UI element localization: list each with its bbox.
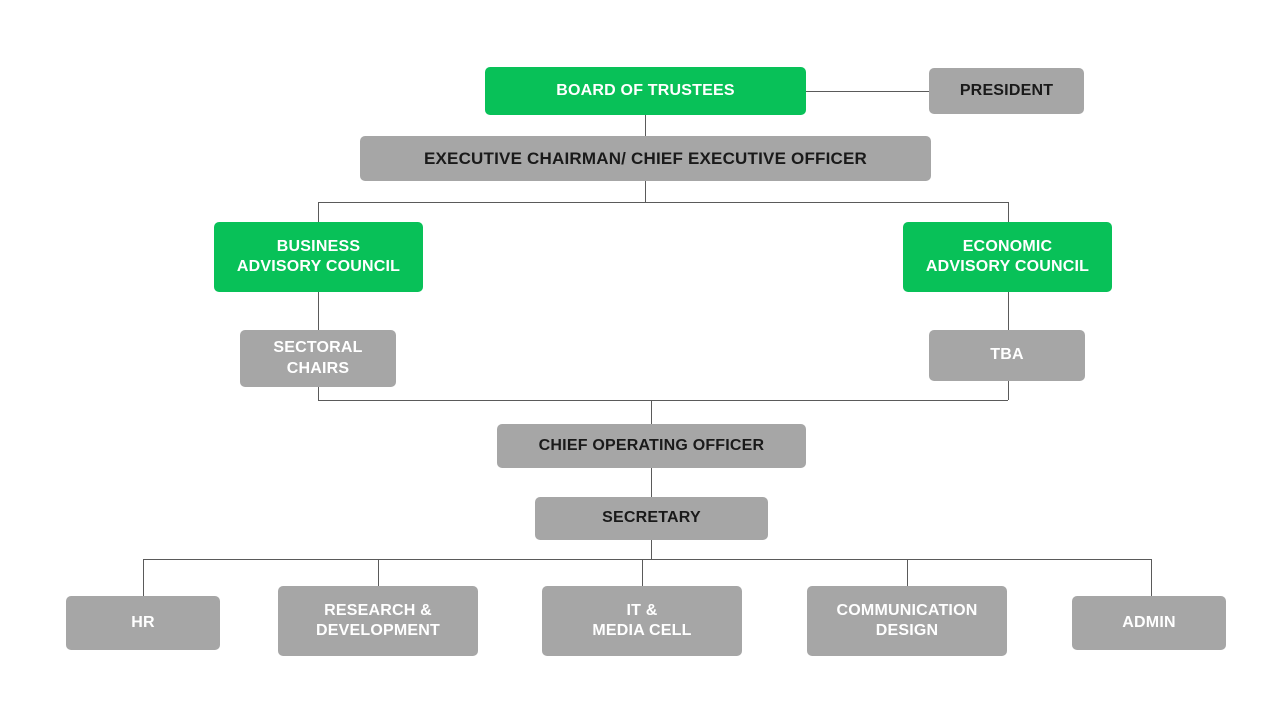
node-tba[interactable]: TBA: [929, 330, 1085, 381]
node-admin-label: ADMIN: [1122, 613, 1176, 631]
node-president-label: PRESIDENT: [959, 81, 1054, 99]
connector-bus-rnd: [378, 559, 379, 586]
node-chief-operating-officer[interactable]: CHIEF OPERATING OFFICER: [497, 424, 806, 468]
node-economic-advisory-council[interactable]: ECONOMIC ADVISORY COUNCIL: [903, 222, 1112, 292]
node-sectoral-chairs[interactable]: SECTORAL CHAIRS: [240, 330, 396, 387]
node-secretary[interactable]: SECRETARY: [535, 497, 768, 540]
node-research-development[interactable]: RESEARCH & DEVELOPMENT: [278, 586, 478, 656]
node-admin[interactable]: ADMIN: [1072, 596, 1226, 650]
connector-board-president: [806, 91, 929, 92]
node-board-of-trustees-label: BOARD OF TRUSTEES: [556, 81, 735, 99]
node-chief-operating-officer-label: CHIEF OPERATING OFFICER: [538, 436, 765, 454]
node-tba-label: TBA: [990, 346, 1024, 364]
connector-bus-admin: [1151, 559, 1152, 596]
node-research-development-label: RESEARCH & DEVELOPMENT: [316, 601, 440, 639]
connector-bus-coo: [651, 400, 652, 424]
node-communication-design[interactable]: COMMUNICATION DESIGN: [807, 586, 1007, 656]
node-business-advisory-council[interactable]: BUSINESS ADVISORY COUNCIL: [214, 222, 423, 292]
node-president[interactable]: PRESIDENT: [929, 68, 1084, 114]
node-it-media-cell[interactable]: IT & MEDIA CELL: [542, 586, 742, 656]
node-executive-chairman-ceo-label: EXECUTIVE CHAIRMAN/ CHIEF EXECUTIVE OFFI…: [423, 148, 868, 168]
node-board-of-trustees[interactable]: BOARD OF TRUSTEES: [485, 67, 806, 115]
connector-departments-bus: [143, 559, 1151, 560]
node-it-media-cell-label: IT & MEDIA CELL: [592, 601, 692, 639]
connector-ceo-drop: [645, 181, 646, 202]
node-sectoral-chairs-label: SECTORAL CHAIRS: [273, 339, 363, 377]
connector-bus-hr: [143, 559, 144, 596]
connector-bus-comm: [907, 559, 908, 586]
connector-bus-business: [318, 202, 319, 222]
node-business-advisory-council-label: BUSINESS ADVISORY COUNCIL: [236, 237, 401, 275]
node-hr[interactable]: HR: [66, 596, 220, 650]
node-hr-label: HR: [131, 613, 155, 631]
node-executive-chairman-ceo[interactable]: EXECUTIVE CHAIRMAN/ CHIEF EXECUTIVE OFFI…: [360, 136, 931, 181]
connector-coo-bus: [318, 400, 1008, 401]
node-communication-design-label: COMMUNICATION DESIGN: [836, 601, 978, 639]
connector-advisory-bus: [318, 202, 1008, 203]
connector-bus-economic: [1008, 202, 1009, 222]
connector-bus-it: [642, 559, 643, 586]
connector-coo-secretary: [651, 468, 652, 497]
connector-secretary-drop: [651, 540, 652, 559]
node-secretary-label: SECRETARY: [602, 509, 701, 527]
connector-board-ceo: [645, 115, 646, 136]
node-economic-advisory-council-label: ECONOMIC ADVISORY COUNCIL: [925, 237, 1090, 275]
